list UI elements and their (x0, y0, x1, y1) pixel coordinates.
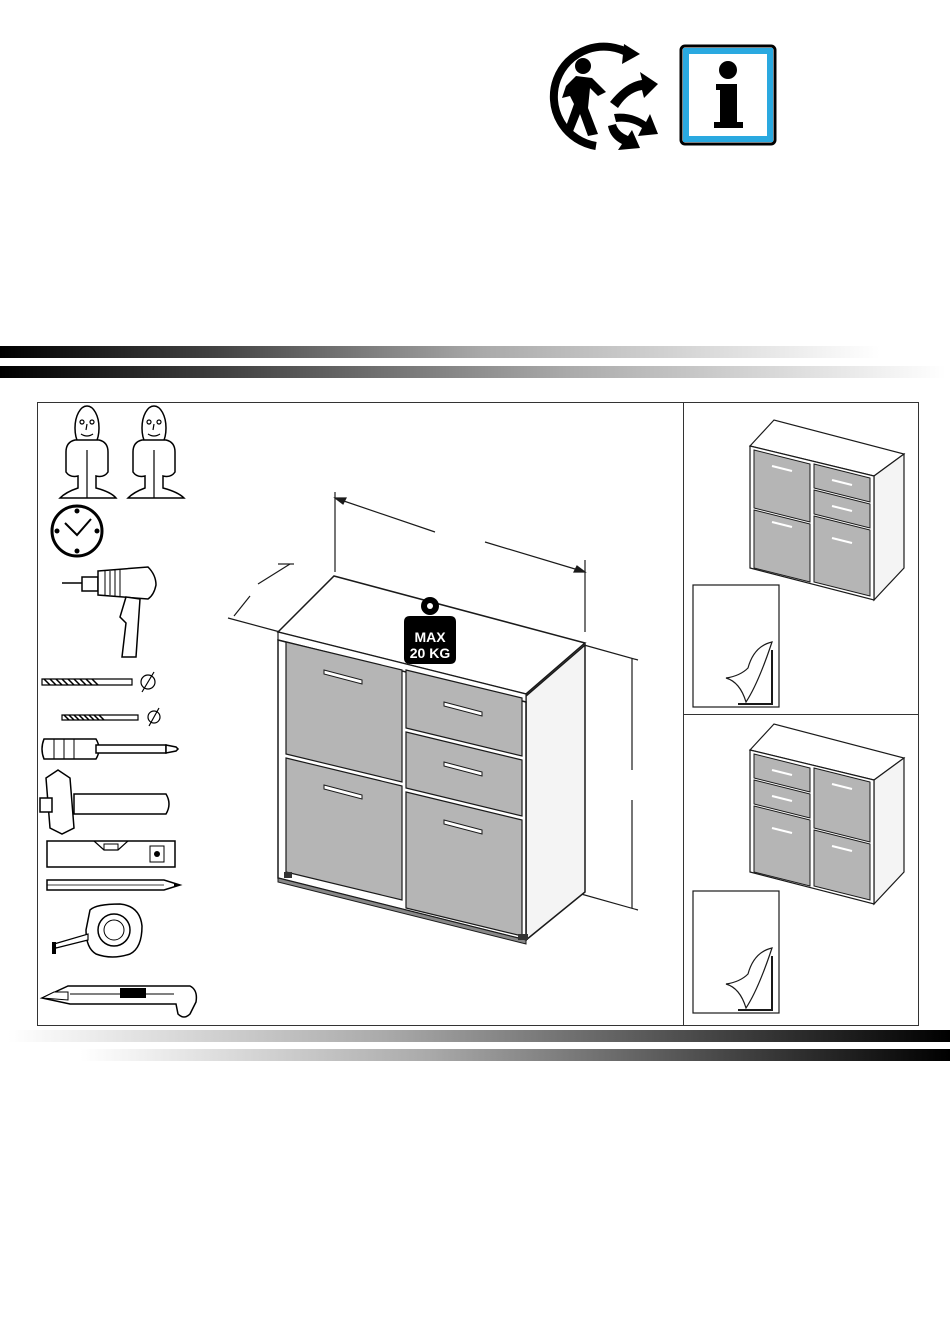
pencil-icon (46, 878, 182, 892)
cabinet-variant-b (746, 722, 908, 908)
header-gradient-bar-1 (0, 346, 880, 358)
hammer-icon (38, 768, 174, 836)
two-persons-icon (56, 402, 191, 502)
weight-badge-line1: MAX (414, 629, 446, 645)
cabinet-drawing: MAX 20 KG (200, 480, 660, 950)
info-icon (679, 44, 777, 146)
recycle-person-icon (546, 42, 662, 152)
frame-divider-horizontal (683, 714, 919, 715)
weight-badge-line2: 20 KG (410, 645, 451, 661)
drill-bit-large-icon (42, 670, 160, 694)
drill-bit-small-icon (62, 706, 166, 728)
peel-sticker-icon-b (692, 890, 780, 1014)
header-gradient-bar-2 (0, 366, 946, 378)
drill-icon (60, 563, 160, 661)
spirit-level-icon (46, 840, 178, 870)
footer-gradient-bar-2 (80, 1049, 950, 1061)
tape-measure-icon (50, 902, 146, 960)
clock-icon (49, 503, 105, 559)
peel-sticker-icon-a (692, 584, 780, 708)
footer-gradient-bar-1 (8, 1030, 950, 1042)
screwdriver-icon (40, 736, 180, 762)
utility-knife-icon (40, 980, 200, 1022)
cabinet-variant-a (746, 418, 908, 604)
